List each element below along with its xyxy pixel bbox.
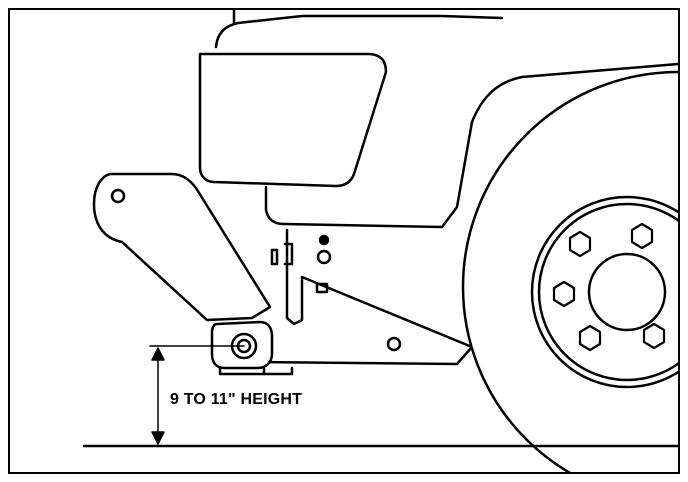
wheel <box>461 70 678 472</box>
mower-hitch-diagram <box>82 10 678 472</box>
height-label: 9 TO 11" HEIGHT <box>170 391 303 408</box>
diagram-frame: 9 TO 11" HEIGHT <box>8 8 680 474</box>
hitch-pin-block <box>210 320 294 376</box>
hitch-arm <box>92 172 279 322</box>
front-lamp <box>198 52 388 188</box>
pin-hole <box>110 188 126 204</box>
height-dimension <box>149 345 245 445</box>
tractor-body <box>214 10 678 229</box>
lower-link <box>250 275 474 366</box>
mount-plate <box>283 228 332 326</box>
